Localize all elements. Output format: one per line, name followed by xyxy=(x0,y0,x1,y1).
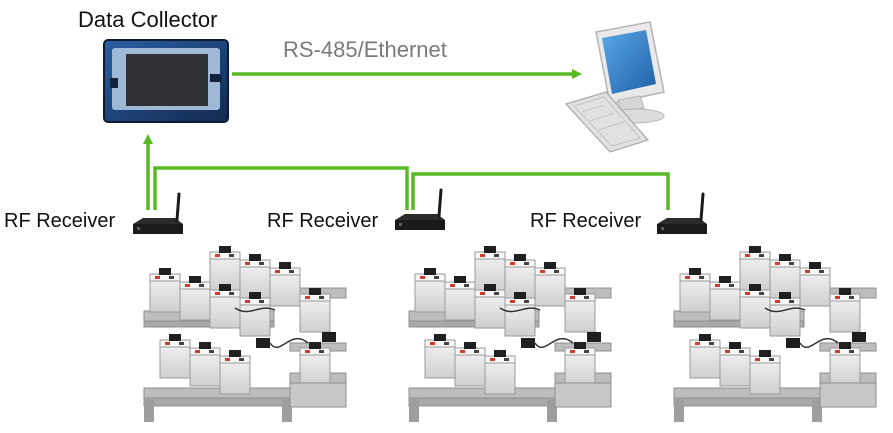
rf-receiver-label-1: RF Receiver xyxy=(4,210,116,232)
collector-title: Data Collector xyxy=(78,7,218,32)
computer-icon xyxy=(564,21,665,153)
battery-bank-icon xyxy=(144,246,346,422)
link-label: RS-485/Ethernet xyxy=(283,37,447,62)
rf-receiver-label-2: RF Receiver xyxy=(267,210,379,232)
rf-receiver-label-3: RF Receiver xyxy=(530,210,642,232)
connection-lines xyxy=(143,69,670,210)
rf-receiver-icon xyxy=(655,192,709,236)
receiver-bus-2 xyxy=(411,172,670,210)
rf-receiver-icon xyxy=(393,188,447,232)
data-collector-device xyxy=(103,39,229,123)
battery-bank-icon xyxy=(409,246,611,422)
rf-receiver-icon xyxy=(131,192,185,236)
battery-bank-icon xyxy=(674,246,876,422)
receiver-bus-1 xyxy=(153,166,409,210)
